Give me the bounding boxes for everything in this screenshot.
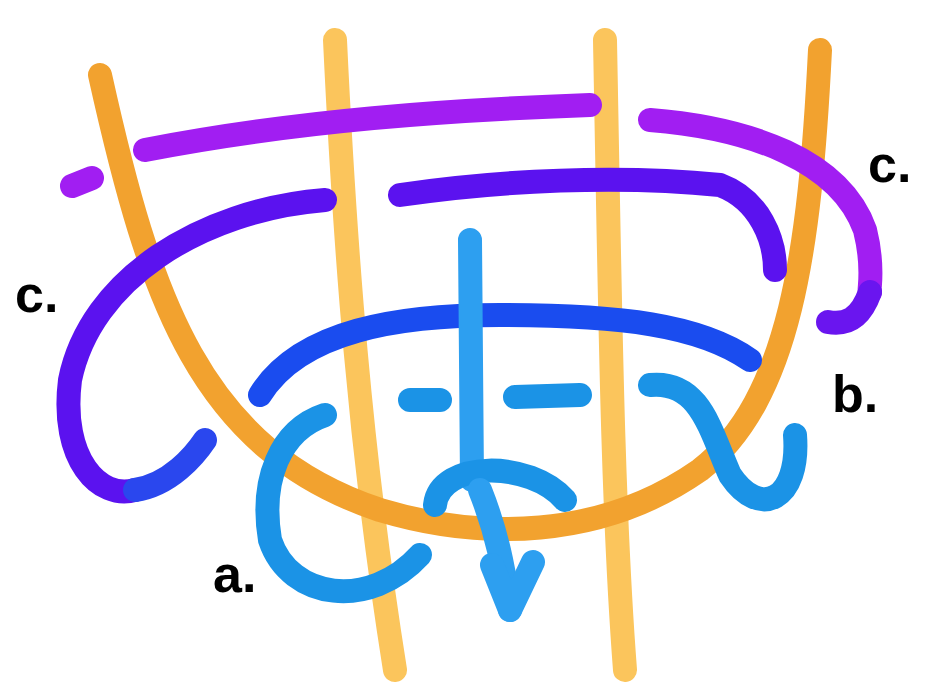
strand-label: c. <box>868 138 911 190</box>
vertical-strand <box>605 40 625 670</box>
purple-strand <box>145 105 590 150</box>
lightblue-strand <box>492 562 533 610</box>
lightblue-strand <box>410 388 440 412</box>
strand-label: b. <box>832 368 878 420</box>
strand-label: a. <box>213 548 256 600</box>
purple-strand <box>828 292 870 323</box>
lightblue-strand <box>650 385 795 500</box>
violet-strand <box>400 180 775 270</box>
lightblue-strand <box>470 240 472 480</box>
strand-label: c. <box>15 268 58 320</box>
purple-strand <box>72 178 92 186</box>
lightblue-strand <box>515 395 580 397</box>
violet-strand <box>135 440 205 490</box>
lightblue-strand <box>435 471 565 505</box>
lightblue-strand <box>267 415 420 591</box>
